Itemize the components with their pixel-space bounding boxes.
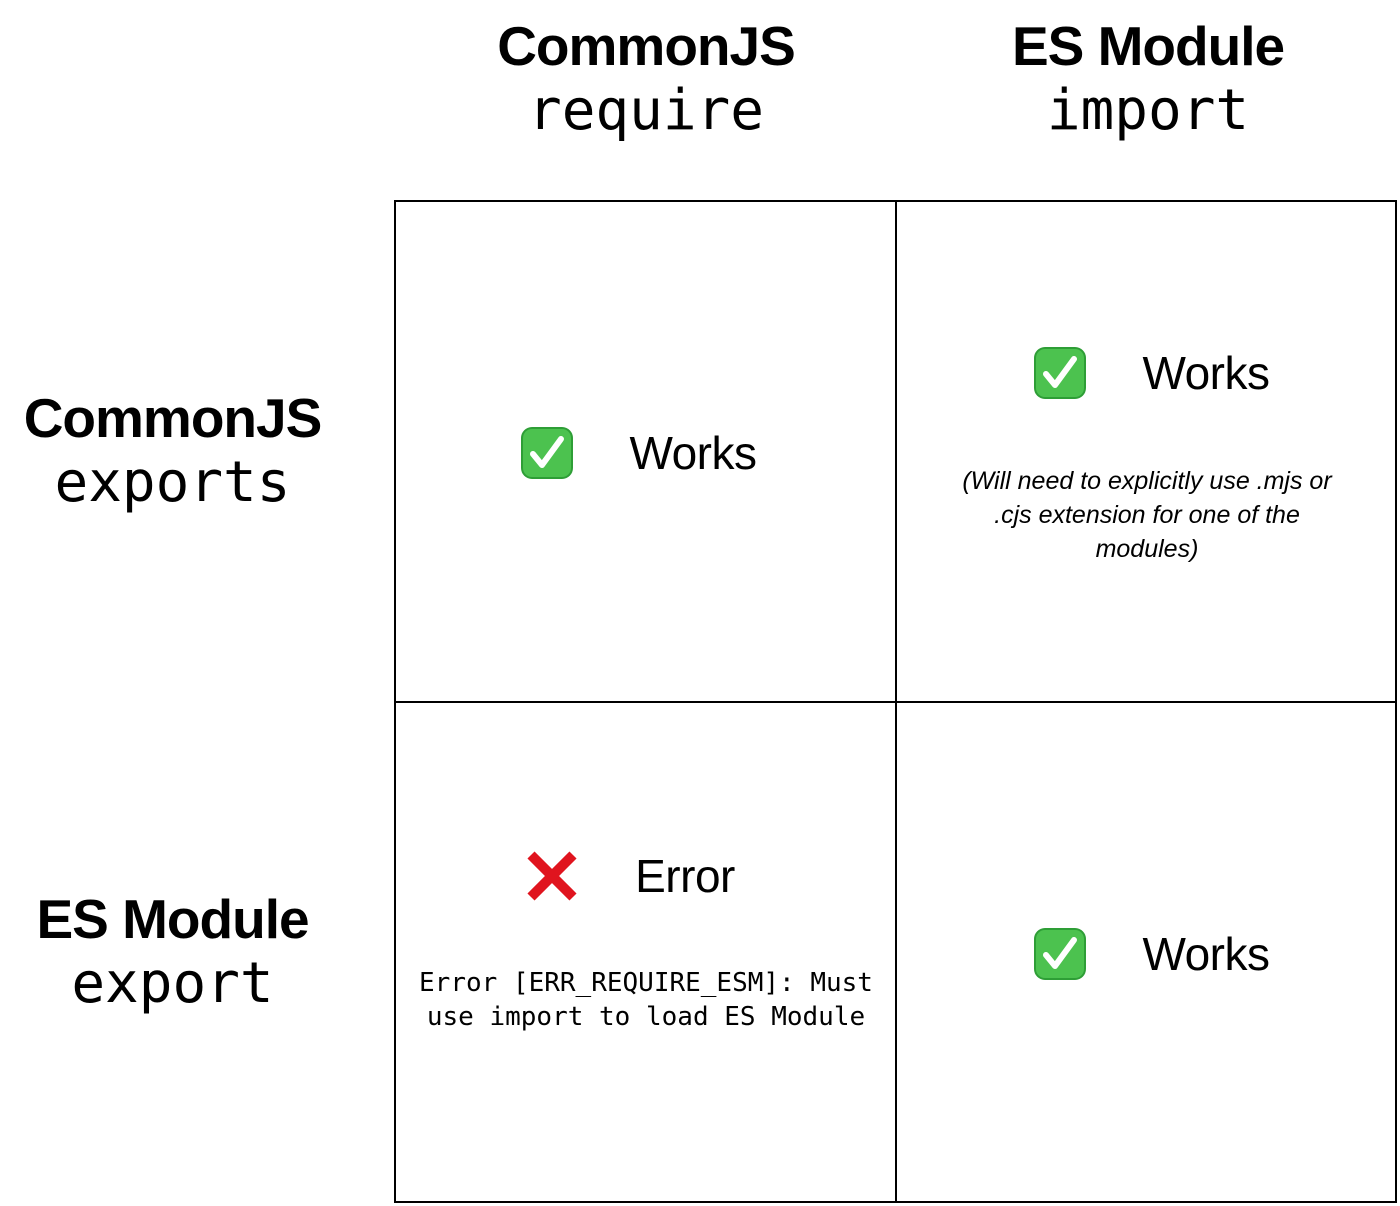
status-row: Works [901, 927, 1400, 981]
check-mark-icon [1033, 347, 1086, 399]
status-row: Works [901, 346, 1400, 400]
cell-commonjs-exports-import: Works (Will need to explicitly use .mjs … [897, 202, 1397, 702]
column-header-commonjs-require: CommonJS require [395, 14, 897, 144]
check-mark-icon [520, 427, 573, 479]
cell-esmodule-export-import: Works [897, 703, 1397, 1203]
status-label: Works [1142, 928, 1271, 980]
error-message: Error [ERR_REQUIRE_ESM]: Must use import… [419, 968, 873, 1032]
column-header-code: require [527, 78, 764, 143]
column-header-code: import [1046, 78, 1250, 143]
row-header-code: export [71, 951, 274, 1016]
status-label: Works [629, 427, 758, 479]
check-mark-icon [1033, 928, 1086, 980]
cell-esmodule-export-require: Error Error [ERR_REQUIRE_ESM]: Must use … [396, 703, 896, 1203]
extension-note: (Will need to explicitly use .mjs or .cj… [962, 467, 1332, 563]
row-header-commonjs-exports: CommonJS exports [0, 386, 345, 516]
status-label: Works [1142, 347, 1271, 399]
cell-commonjs-exports-require: Works [396, 202, 896, 702]
cross-mark-icon [527, 851, 577, 901]
column-header-esmodule-import: ES Module import [897, 14, 1399, 144]
status-label: Error [635, 850, 735, 902]
status-row: Error [380, 849, 880, 903]
column-header-name: ES Module [1011, 15, 1285, 77]
status-row: Works [388, 426, 888, 480]
row-header-esmodule-export: ES Module export [0, 887, 345, 1017]
row-header-name: ES Module [36, 888, 309, 950]
row-header-name: CommonJS [23, 387, 323, 449]
column-header-name: CommonJS [497, 15, 796, 77]
grid-divider-horizontal [394, 701, 1397, 703]
row-header-code: exports [54, 450, 291, 515]
